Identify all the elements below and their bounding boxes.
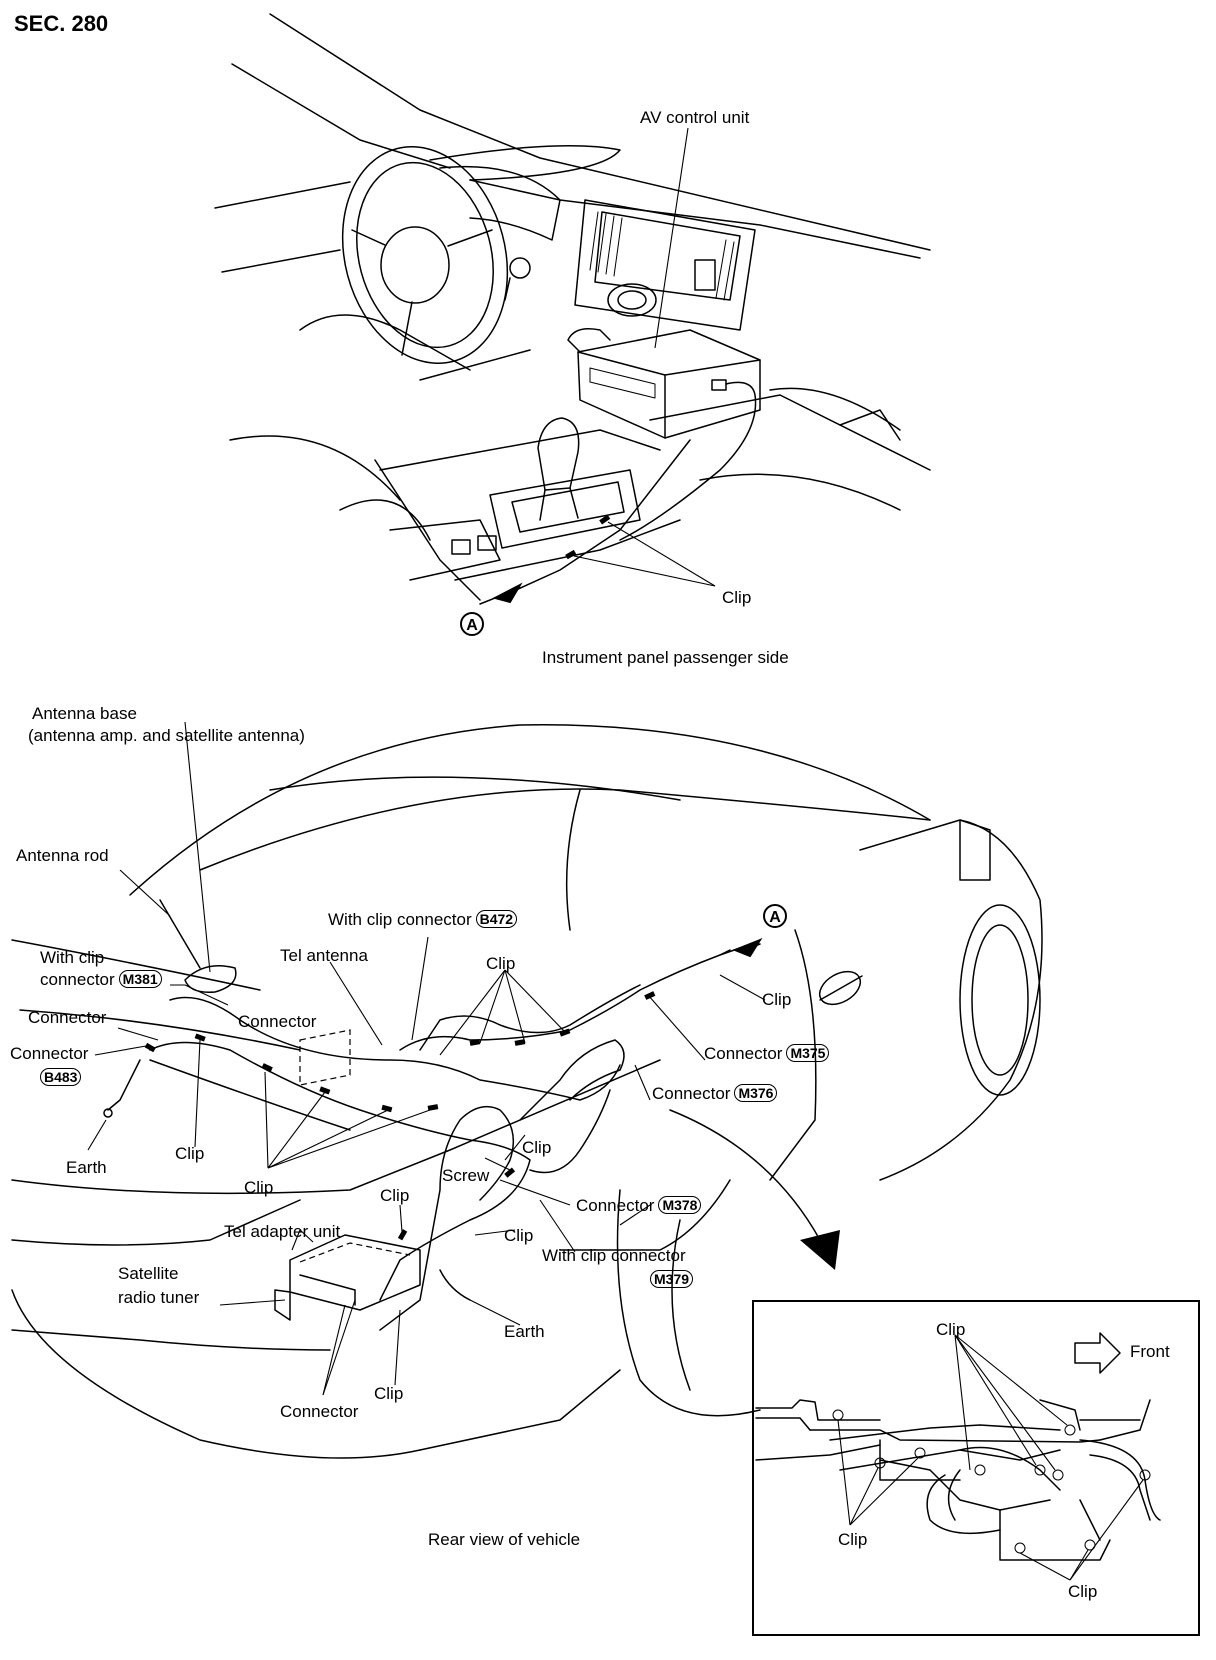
label-text: With clip connector <box>328 910 472 929</box>
label-tel-adapter-unit: Tel adapter unit <box>224 1222 341 1241</box>
label-antenna-rod: Antenna rod <box>16 846 109 865</box>
label-connector-1: Connector <box>28 1008 107 1027</box>
label-clip-screw: Clip <box>504 1226 534 1245</box>
label-clip-right: Clip <box>762 990 792 1009</box>
connector-code-badge: M378 <box>658 1196 702 1214</box>
label-text: Connector <box>576 1196 655 1215</box>
label-satellite-radio-tuner: radio tuner <box>118 1288 200 1307</box>
label-text: Connector <box>704 1044 783 1063</box>
label-with-clip: With clip <box>40 948 105 967</box>
label-screw: Screw <box>442 1166 490 1185</box>
label-front: Front <box>1130 1342 1170 1361</box>
reference-a-top: A <box>460 612 484 636</box>
vehicle-illustration <box>11 721 1043 1459</box>
connector-code-badge: B472 <box>475 910 518 928</box>
label-clip-left: Clip <box>175 1144 205 1163</box>
label-m379: M379 <box>650 1270 694 1290</box>
label-clip-bottom-left: Clip <box>244 1178 274 1197</box>
caption-instrument-panel: Instrument panel passenger side <box>542 648 789 667</box>
label-clip-bottom: Clip <box>374 1384 404 1403</box>
caption-rear-view: Rear view of vehicle <box>428 1530 581 1549</box>
inset-illustration <box>755 1332 1161 1581</box>
connector-code-badge: B483 <box>40 1068 82 1086</box>
label-inset-clip-top: Clip <box>936 1320 966 1339</box>
label-with-clip-connector-m379: With clip connector <box>542 1246 686 1265</box>
label-earth-right: Earth <box>504 1322 545 1341</box>
label-inset-clip-left: Clip <box>838 1530 868 1549</box>
label-antenna-base: Antenna base <box>32 704 137 723</box>
connector-code-badge: M381 <box>118 970 162 988</box>
label-satellite: Satellite <box>118 1264 179 1283</box>
label-clip-mid: Clip <box>522 1138 552 1157</box>
label-clip-top: Clip <box>722 588 752 607</box>
label-connector-bottom: Connector <box>280 1402 359 1421</box>
interior-illustration <box>214 13 931 605</box>
label-clip-center: Clip <box>380 1186 410 1205</box>
label-connector-3: Connector <box>10 1044 89 1063</box>
connector-code-badge: M379 <box>650 1270 694 1288</box>
reference-a-rear: A <box>763 904 787 928</box>
section-title: SEC. 280 <box>14 11 109 36</box>
label-text: Connector <box>652 1084 731 1103</box>
label-av-control-unit: AV control unit <box>640 108 750 127</box>
label-clip-rear-top: Clip <box>486 954 516 973</box>
connector-code-badge: M375 <box>786 1044 830 1062</box>
label-tel-antenna: Tel antenna <box>280 946 368 965</box>
label-inset-clip-bottom: Clip <box>1068 1582 1098 1601</box>
label-antenna-base-note: (antenna amp. and satellite antenna) <box>28 726 305 745</box>
label-earth-left: Earth <box>66 1158 107 1177</box>
label-b483: B483 <box>40 1068 82 1088</box>
label-text: connector <box>40 970 115 989</box>
label-connector-2: Connector <box>238 1012 317 1031</box>
connector-code-badge: M376 <box>734 1084 778 1102</box>
inset-detail-frame <box>752 1300 1200 1636</box>
